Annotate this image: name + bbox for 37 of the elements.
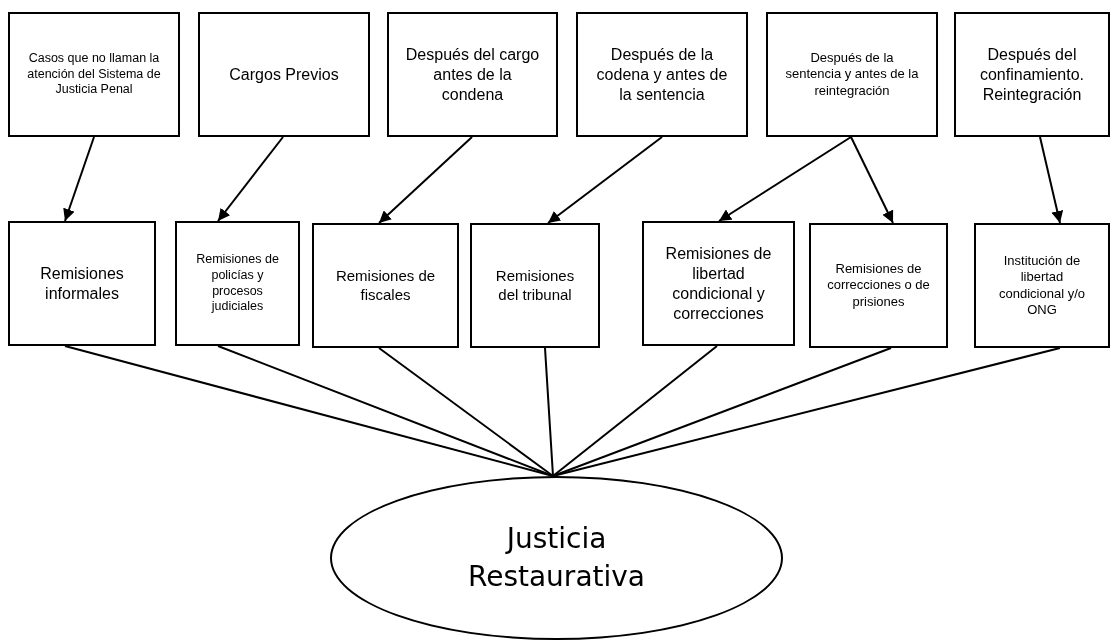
connector-line <box>552 345 718 477</box>
arrow <box>63 136 95 222</box>
process-box <box>198 12 370 137</box>
node-text: Casos que no llaman la atención del Sistema de Justicia Penal <box>26 51 162 98</box>
node-text: Después de la codena y antes de la sentencia <box>595 44 729 105</box>
process-box <box>974 223 1110 348</box>
process-box <box>8 12 180 137</box>
node-text: Justicia Restaurativa <box>466 520 647 595</box>
arrow <box>718 136 852 222</box>
process-box <box>954 12 1110 137</box>
node-text: Cargos Previos <box>229 64 339 85</box>
arrow <box>850 136 894 224</box>
node-text: Remisiones de policías y procesos judiciales <box>195 252 280 315</box>
process-box <box>387 12 558 137</box>
process-box <box>175 221 300 346</box>
node-text: Después del cargo antes de la condena <box>405 44 540 105</box>
arrow <box>547 136 663 224</box>
arrow <box>217 136 284 222</box>
process-box <box>809 223 948 348</box>
arrow <box>1039 136 1064 224</box>
node-text: Remisiones de correcciones o de prisiones <box>827 261 930 310</box>
process-box <box>576 12 748 137</box>
process-box <box>8 221 156 346</box>
node-text: Institución de libertad condicional y/o ONG <box>998 253 1086 318</box>
node-text: Remisiones del tribunal <box>494 266 576 305</box>
process-box <box>312 223 459 348</box>
node-text: Remisiones de fiscales <box>334 266 437 305</box>
node-text: Remisiones de libertad condicional y correcciones <box>664 243 773 324</box>
node-text: Remisiones informales <box>39 263 125 304</box>
process-box <box>766 12 938 137</box>
process-box <box>642 221 795 346</box>
connector-line <box>378 347 554 477</box>
arrow <box>378 136 473 224</box>
connector-line <box>544 347 554 477</box>
node-text: Después del confinamiento. Reintegración <box>978 44 1086 105</box>
node-text: Después de la sentencia y antes de la reintegración <box>784 50 920 99</box>
process-box <box>470 223 600 348</box>
